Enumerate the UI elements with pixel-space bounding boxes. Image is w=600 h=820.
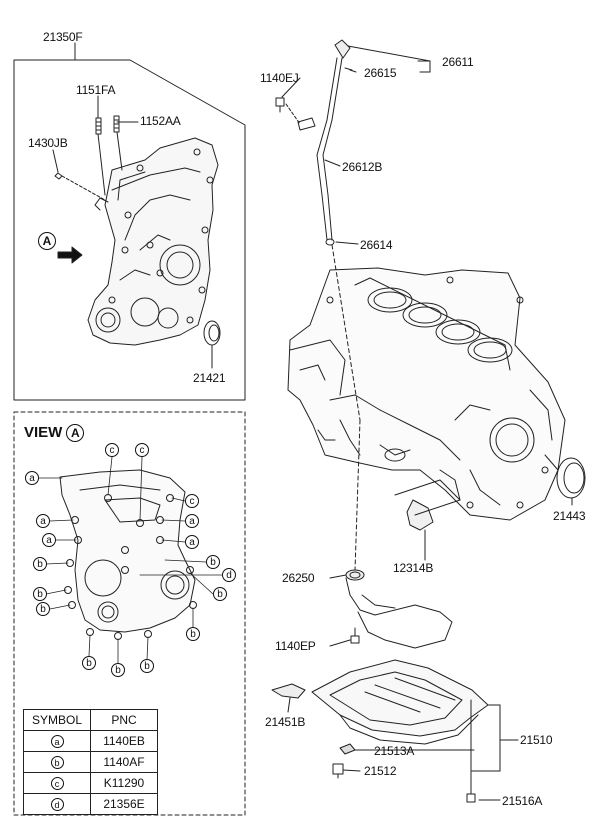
- oil-level-gauge: [316, 39, 361, 571]
- label-stud-2: 1152AA: [140, 114, 181, 128]
- header-symbol: SYMBOL: [23, 709, 91, 731]
- pnc-table-header: SYMBOL PNC: [23, 709, 158, 731]
- label-oil-pan: 21510: [520, 733, 553, 747]
- timing-cover-frame: [13, 59, 246, 401]
- leader-rear-seal: [544, 454, 559, 471]
- view-a-cover: [59, 469, 197, 640]
- label-gasket: 21513A: [374, 744, 415, 758]
- view-arrow: [57, 246, 83, 264]
- label-strainer: 26250: [282, 571, 315, 585]
- label-rear-seal: 21443: [553, 509, 586, 523]
- drain-plug: [332, 763, 344, 779]
- view-a-leaders: [38, 456, 228, 665]
- leaders-right: [281, 45, 519, 801]
- oil-strainer: [345, 569, 453, 649]
- arrow-a-circle: A: [38, 232, 56, 250]
- symbol-callout-a: a: [185, 514, 199, 528]
- symbol-callout-c: c: [135, 443, 149, 457]
- symbol-callout-b: b: [33, 557, 47, 571]
- label-gauge-oring: 26614: [360, 238, 393, 252]
- table-symbol: b: [50, 756, 64, 769]
- symbol-callout-a: a: [25, 471, 39, 485]
- symbol-callout-b: b: [206, 555, 220, 569]
- table-pnc: 1140AF: [90, 751, 158, 773]
- label-gauge-assy: 26611: [442, 55, 474, 69]
- symbol-callout-b: b: [82, 656, 96, 670]
- label-bolt-pan: 21516A: [502, 794, 543, 808]
- symbol-callout-c: c: [185, 494, 199, 508]
- view-a-title-text: VIEW: [24, 424, 63, 441]
- label-gauge-guide: 26612B: [342, 160, 383, 174]
- label-stud-1: 1151FA: [76, 83, 116, 97]
- rear-seal: [556, 457, 586, 506]
- label-timing-cover: 21350F: [43, 30, 83, 44]
- table-row: d 21356E: [23, 793, 158, 815]
- view-a-frame: [13, 411, 246, 816]
- label-drain-plug: 21512: [364, 764, 397, 778]
- bolt-pan: [466, 777, 476, 803]
- symbol-callout-a: a: [42, 533, 56, 547]
- view-a-letter: A: [66, 424, 85, 443]
- symbol-callout-b: b: [33, 587, 47, 601]
- label-front-seal: 21421: [193, 371, 226, 385]
- label-baffle: 12314B: [393, 561, 434, 575]
- symbol-callout-d: d: [222, 568, 236, 582]
- table-row: c K11290: [23, 772, 158, 794]
- pnc-table: SYMBOL PNC a 1140EB b 1140AF c K11290 d …: [23, 709, 158, 815]
- symbol-callout-c: c: [105, 443, 119, 457]
- table-row: b 1140AF: [23, 751, 158, 773]
- bolt-gauge: [275, 97, 316, 131]
- studs: [95, 95, 139, 196]
- table-pnc: K11290: [90, 772, 158, 794]
- gasket: [339, 743, 356, 755]
- table-pnc: 21356E: [90, 793, 158, 815]
- label-gauge-oring-top: 26615: [364, 66, 397, 80]
- leader-pin: [52, 149, 59, 173]
- label-bolt-strainer: 1140EP: [275, 639, 316, 653]
- dowel-pin: [54, 172, 63, 180]
- header-pnc: PNC: [90, 709, 158, 731]
- timing-cover: [87, 137, 219, 346]
- oil-pan: [311, 659, 489, 745]
- leader-bracket: [287, 697, 291, 713]
- label-pin: 1430JB: [28, 136, 68, 150]
- table-symbol: d: [50, 798, 64, 811]
- bracket: [271, 683, 306, 699]
- baffle: [394, 479, 461, 561]
- table-pnc: 1140EB: [90, 730, 158, 752]
- table-symbol: a: [50, 735, 64, 748]
- label-bolt-gauge: 1140EJ: [260, 71, 299, 85]
- symbol-callout-b: b: [213, 587, 227, 601]
- symbol-callout-b: b: [111, 663, 125, 677]
- label-bracket: 21451B: [265, 715, 306, 729]
- symbol-callout-a: a: [185, 535, 199, 549]
- symbol-callout-b: b: [186, 627, 200, 641]
- symbol-callout-b: b: [36, 602, 50, 616]
- cylinder-block: [287, 267, 566, 521]
- bolt-strainer: [350, 627, 360, 644]
- front-seal: [203, 320, 221, 369]
- table-symbol: c: [50, 777, 64, 790]
- symbol-callout-a: a: [36, 514, 50, 528]
- table-row: a 1140EB: [23, 730, 158, 752]
- symbol-callout-b: b: [140, 659, 154, 673]
